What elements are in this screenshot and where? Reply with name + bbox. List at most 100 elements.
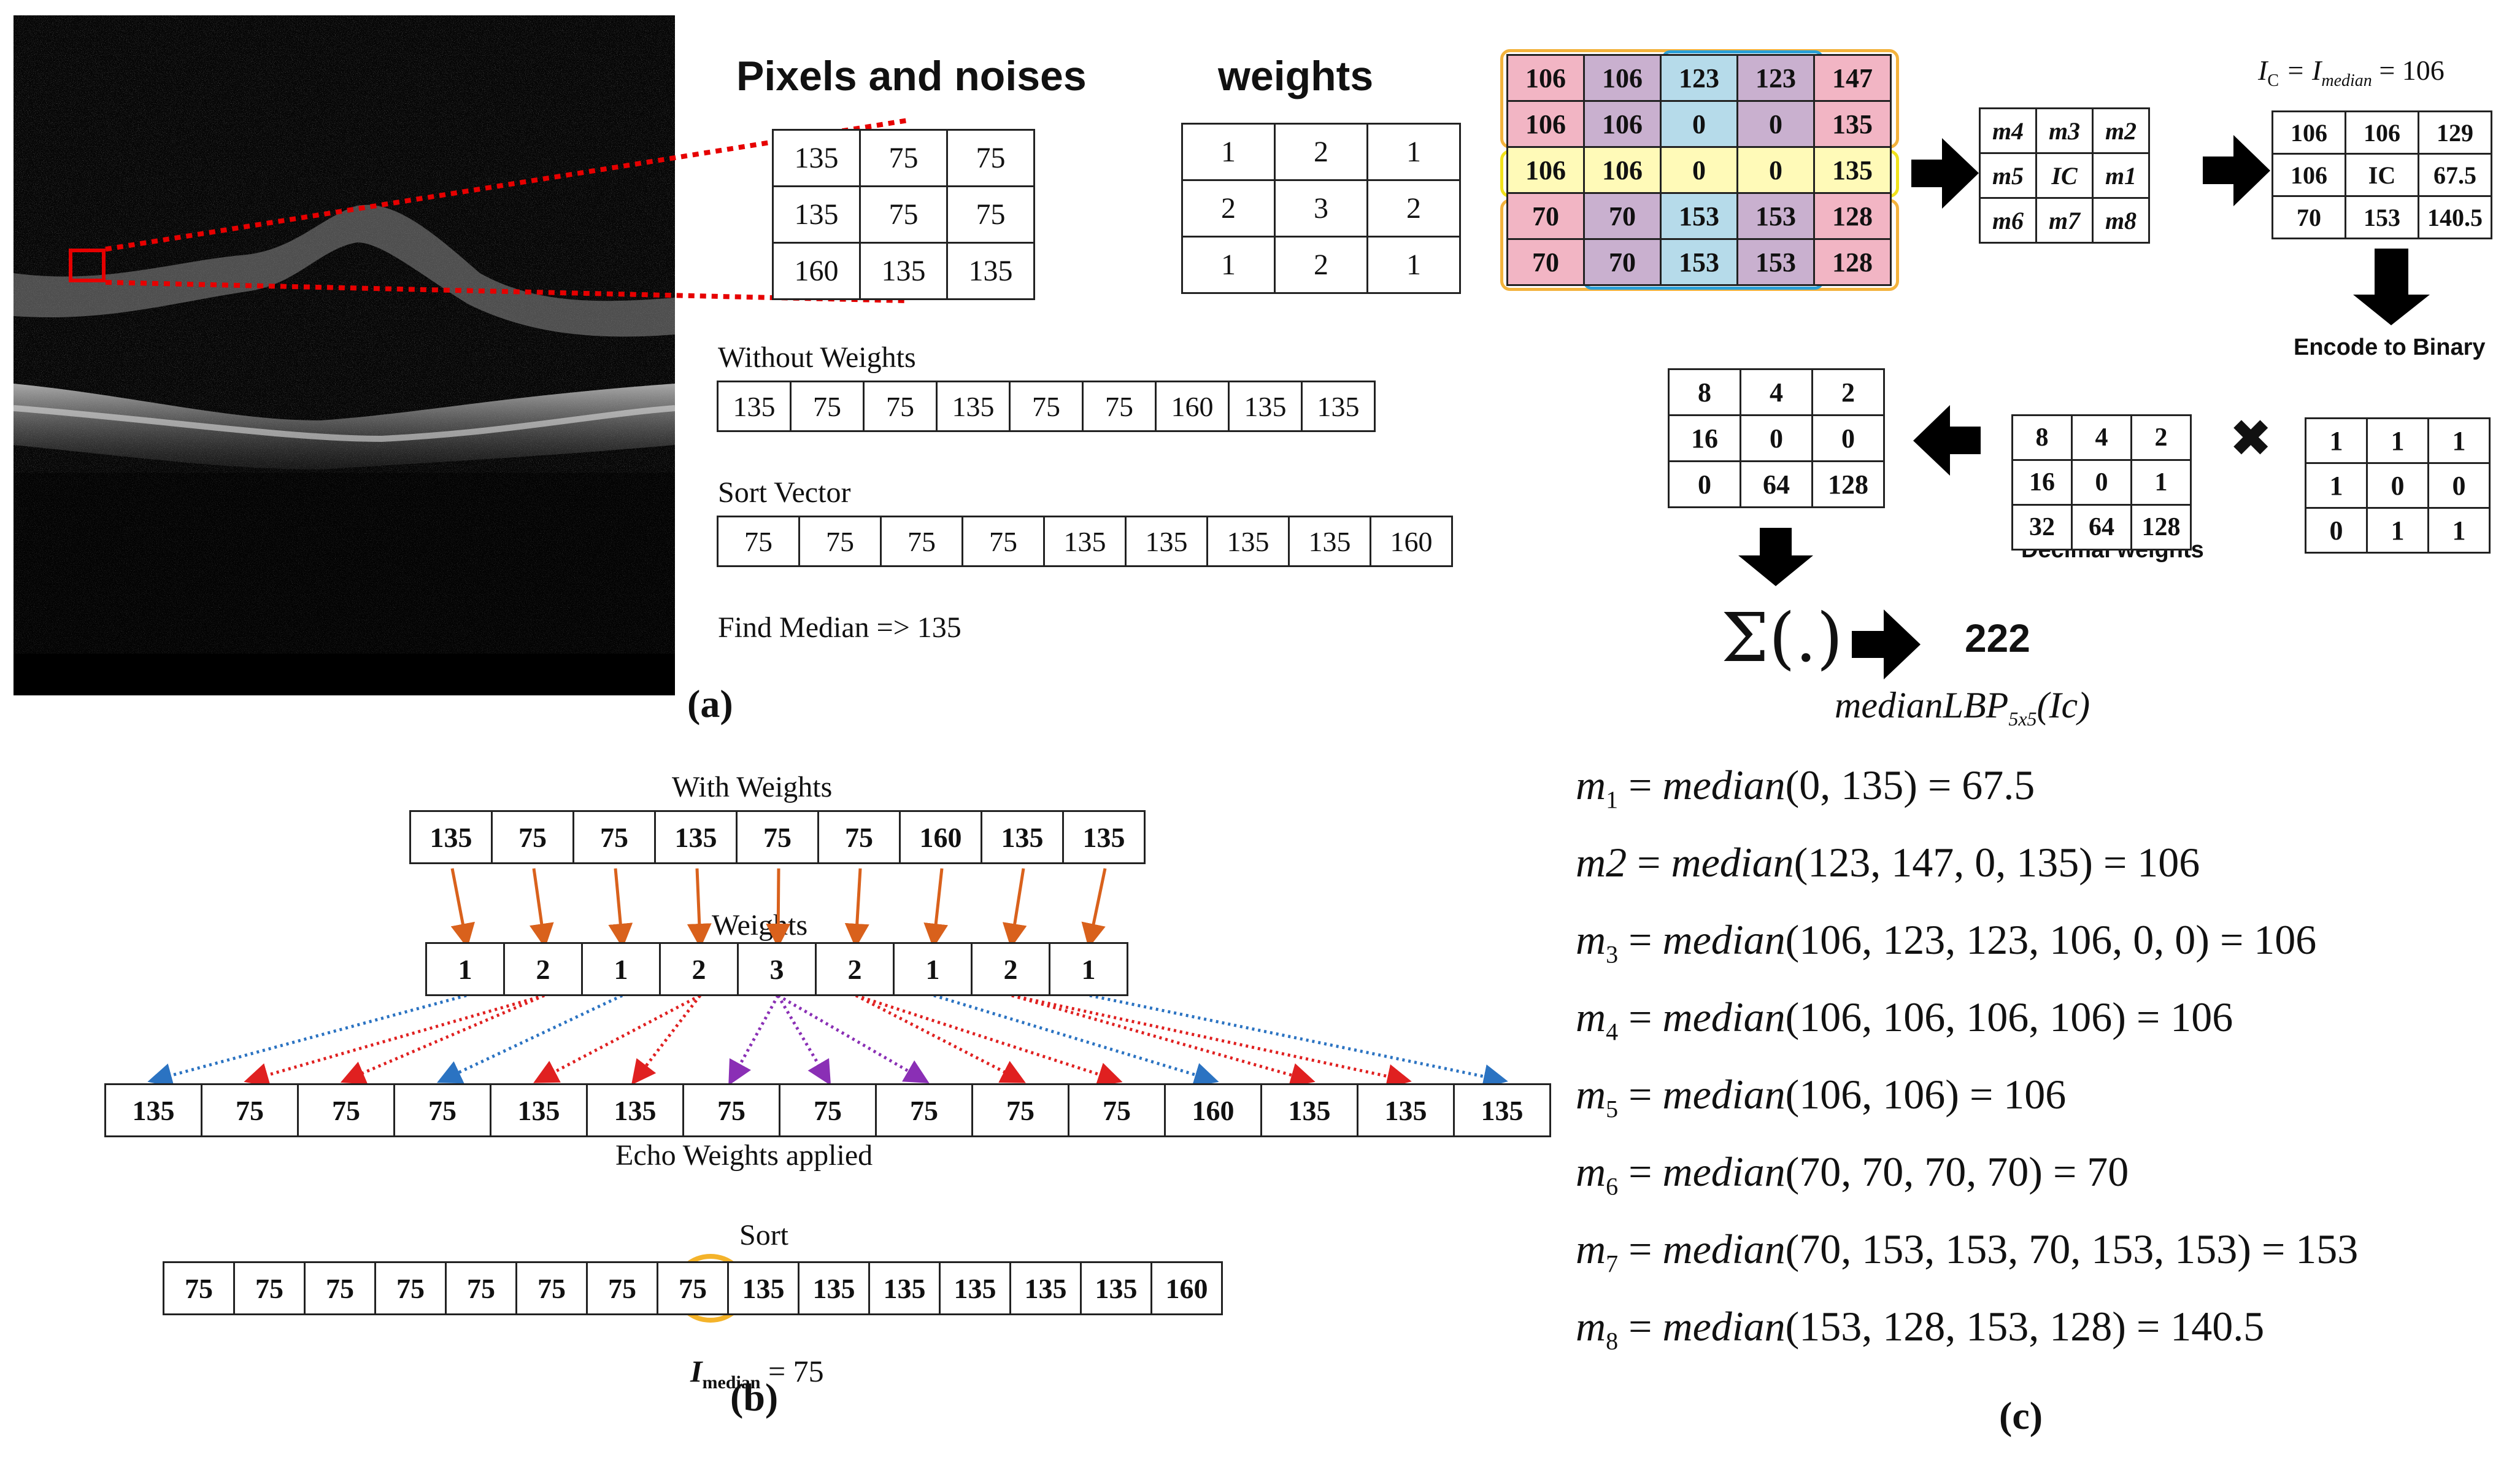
weight-cell: 2 [815,942,895,996]
panel-a-tag: (a) [687,682,733,725]
m-cell: m4 [1979,107,2037,154]
echo-arrow [933,994,1219,1087]
down-arrow-icon [2353,249,2430,325]
sort-vector-cell: 135 [1206,516,1290,567]
oct-scan-art [13,15,675,695]
decimal-cell: 16 [2011,459,2073,506]
neighborhood-cell: 153 [1660,192,1738,240]
value-cell: 140.5 [2418,195,2492,239]
equation-rhs: = median(70, 153, 153, 70, 153, 153) = 1… [1618,1226,2359,1272]
echo-arrow [436,994,623,1084]
pixel-cell: 75 [859,185,948,244]
echo-cell: 135 [1260,1083,1358,1137]
echo-cell: 135 [1357,1083,1455,1137]
value-cell: 153 [2345,195,2419,239]
pixel-cell: 135 [946,242,1035,300]
neighborhood-cell: 128 [1813,238,1892,286]
product-cell: 4 [1740,368,1813,416]
decimal-cell: 0 [2071,459,2132,506]
binary-cell: 1 [2305,417,2368,464]
orange-arrow [844,868,869,948]
neighborhood-cell: 0 [1736,146,1815,194]
neighborhood-cell: 153 [1736,192,1815,240]
sorted-cell: 75 [374,1261,447,1315]
value-cell: 106 [2345,110,2419,155]
sorted-cell: 75 [586,1261,658,1315]
echo-cell: 135 [1453,1083,1551,1137]
without-weights-cell: 75 [790,381,865,432]
value-cell: IC [2345,153,2419,197]
with-weights-cell: 135 [409,810,493,864]
echo-cell: 75 [971,1083,1069,1137]
pixel-cell: 135 [772,129,861,187]
with-weights-label: With Weights [672,771,833,803]
weight-cell: 2 [1366,179,1461,238]
with-weights-cell: 135 [1062,810,1146,864]
pixel-cell: 75 [946,185,1035,244]
m-cell: m7 [2035,197,2094,244]
sort-vector-cell: 75 [717,516,800,567]
median-equation: m5 = median(106, 106) = 106 [1576,1070,2066,1124]
sort-vector-cell: 135 [1125,516,1208,567]
equation-rhs: = median(153, 128, 153, 128) = 140.5 [1618,1303,2265,1350]
sorted-cell: 135 [1009,1261,1082,1315]
neighborhood-cell: 0 [1660,146,1738,194]
sorted-cell: 75 [304,1261,376,1315]
equation-lhs: m2 [1576,839,1627,886]
equation-lhs: m [1576,1226,1606,1272]
binary-cell: 0 [2427,462,2491,509]
neighborhood-cell: 128 [1813,192,1892,240]
echo-arrow [855,994,1026,1083]
decimal-cell: 4 [2071,414,2132,461]
with-weights-cell: 160 [899,810,982,864]
sort-vector-cell: 135 [1288,516,1371,567]
equation-subscript: 7 [1606,1250,1619,1278]
echo-arrow [244,994,545,1087]
with-weights-cell: 75 [572,810,656,864]
ic-subscript: C [2267,71,2279,91]
echo-arrow [728,994,780,1086]
median-value: = 75 [768,1354,824,1388]
sort-vector-cell: 75 [798,516,882,567]
lbp-label: medianLBP5x5(Ic) [1835,684,2090,730]
binary-cell: 1 [2366,507,2429,554]
sorted-cell: 75 [445,1261,517,1315]
down-arrow-icon [1738,528,1813,586]
right-arrow-icon [1852,609,1921,679]
sorted-cell: 75 [657,1261,729,1315]
echo-arrow [147,994,467,1088]
equation-lhs: m [1576,1303,1606,1350]
pixel-cell: 75 [859,129,948,187]
m-cell: IC [2035,152,2094,199]
weight-cell: 1 [1049,942,1128,996]
weight-cell: 1 [893,942,973,996]
sort-label: Sort [739,1219,789,1251]
sort-vector-cell: 75 [961,516,1045,567]
binary-cell: 1 [2427,417,2491,464]
neighborhood-cell: 106 [1506,100,1585,148]
equation-rhs: = median(106, 123, 123, 106, 0, 0) = 106 [1618,916,2317,963]
neighborhood-cell: 0 [1736,100,1815,148]
neighborhood-cell: 123 [1736,54,1815,102]
with-weights-cell: 135 [981,810,1064,864]
left-arrow-icon [1913,405,1981,476]
equation-lhs: m [1576,994,1606,1040]
neighborhood-cell: 135 [1813,100,1892,148]
product-cell: 128 [1811,460,1885,508]
m-cell: m5 [1979,152,2037,199]
equation-rhs: = median(0, 135) = 67.5 [1618,762,2035,808]
neighborhood-cell: 70 [1506,192,1585,240]
echo-cell: 75 [1068,1083,1166,1137]
sorted-cell: 135 [868,1261,941,1315]
sorted-cell: 135 [939,1261,1011,1315]
pixel-cell: 135 [859,242,948,300]
value-cell: 67.5 [2418,153,2492,197]
product-cell: 16 [1668,414,1741,462]
equation-subscript: 5 [1606,1095,1619,1123]
neighborhood-cell: 0 [1660,100,1738,148]
decimal-cell: 1 [2130,459,2192,506]
echo-arrow [533,994,701,1083]
sort-vector-cell: 135 [1043,516,1127,567]
equation-lhs: m [1576,1071,1606,1118]
m-cell: m1 [2092,152,2150,199]
